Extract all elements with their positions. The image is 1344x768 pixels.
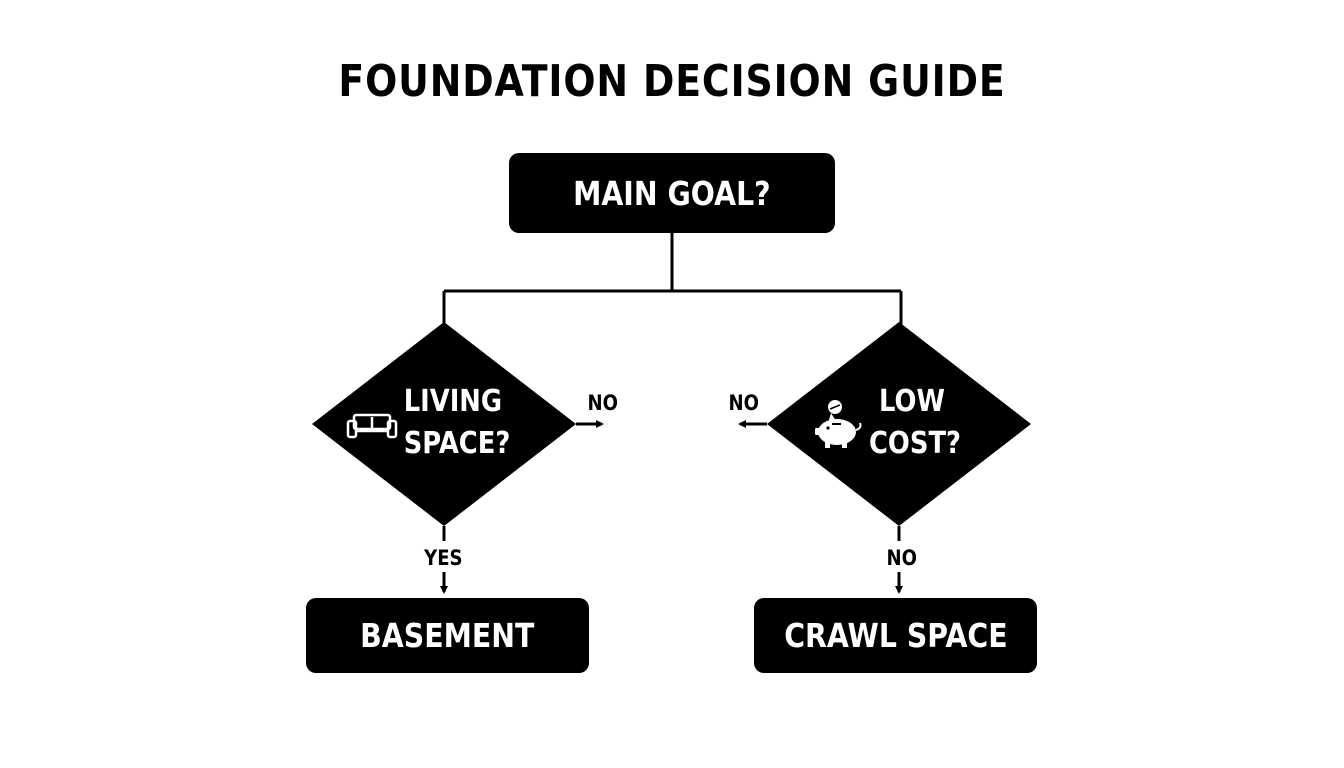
main-goal-label: MAIN GOAL? (573, 173, 771, 213)
crawl-space-node: CRAWL SPACE (754, 598, 1037, 673)
crawl-space-label: CRAWL SPACE (783, 616, 1008, 655)
piggy-bank-icon (815, 400, 862, 448)
edge-label-living-yes: YES (424, 546, 463, 570)
decision-low-cost (767, 322, 1031, 526)
decision-living-space (312, 322, 576, 526)
living-space-line1: LIVING (403, 384, 503, 419)
sofa-icon (346, 413, 398, 439)
living-space-line2: SPACE? (403, 426, 511, 461)
low-cost-line1: LOW (879, 384, 945, 419)
main-goal-node: MAIN GOAL? (509, 153, 835, 233)
edge-label-cost-no-side: NO (728, 391, 759, 415)
basement-node: BASEMENT (306, 598, 589, 673)
edge-label-cost-no-down: NO (886, 546, 917, 570)
low-cost-label: LOW COST? (862, 381, 962, 465)
basement-label: BASEMENT (360, 616, 535, 655)
page-title: FOUNDATION DECISION GUIDE (338, 56, 1006, 107)
low-cost-line2: COST? (869, 426, 962, 461)
living-space-label: LIVING SPACE? (396, 381, 511, 465)
edge-label-living-no: NO (587, 391, 618, 415)
